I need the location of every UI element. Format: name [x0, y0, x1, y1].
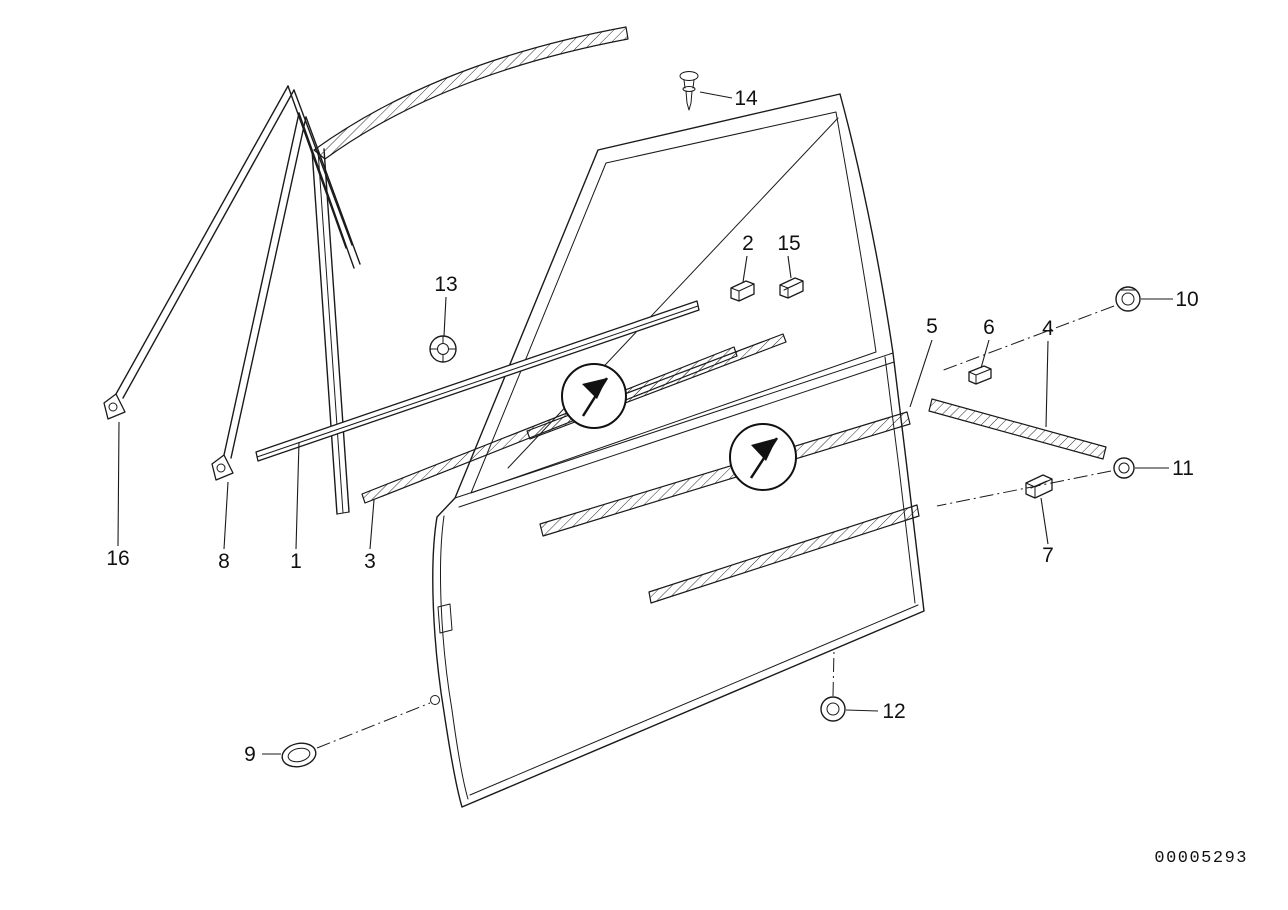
door-access-cutout	[437, 603, 453, 634]
grommet-11	[1113, 457, 1135, 479]
belt-weatherstrip-1	[255, 300, 700, 462]
doc-number: 00005293	[1154, 849, 1248, 868]
seal-foot-bracket	[103, 393, 126, 420]
part-label-13[interactable]: 13	[434, 273, 457, 296]
clip-6	[968, 365, 992, 385]
construction-lines	[316, 305, 1115, 749]
part-label-10[interactable]: 10	[1175, 288, 1198, 311]
seal-foot-bracket	[211, 454, 234, 481]
push-pin-14	[679, 71, 699, 111]
window-frame-seal-outer	[103, 85, 353, 420]
screw-grommet-13	[429, 335, 457, 363]
window-frame-seal-inner	[211, 112, 361, 481]
part-label-3[interactable]: 3	[364, 550, 376, 573]
part-label-5[interactable]: 5	[926, 315, 938, 338]
grommet-10	[1115, 286, 1141, 312]
clip-7	[1025, 474, 1053, 499]
clip-2	[730, 280, 755, 302]
door-plug-hole	[430, 695, 440, 705]
part-label-14[interactable]: 14	[734, 87, 758, 110]
part-label-7[interactable]: 7	[1042, 544, 1054, 567]
blanking-plug-9	[281, 742, 317, 768]
part-label-12[interactable]: 12	[882, 700, 905, 723]
clip-15	[779, 277, 804, 299]
part-labels: 16 8 1 3 13 14 2 15 5 6 4 10 11 7 12 9	[106, 87, 1198, 766]
window-guide-channel	[311, 148, 350, 515]
frame-top-seal-strip	[313, 26, 629, 160]
part-label-6[interactable]: 6	[983, 316, 995, 339]
door-molding-lower	[648, 504, 920, 604]
part-label-2[interactable]: 2	[742, 232, 754, 255]
part-label-16[interactable]: 16	[106, 547, 129, 570]
part-label-15[interactable]: 15	[777, 232, 800, 255]
callout-marker-2	[729, 423, 797, 491]
door-shell	[430, 93, 925, 808]
grommet-12	[820, 696, 846, 722]
door-molding-upper	[539, 411, 911, 537]
part-label-11[interactable]: 11	[1172, 457, 1194, 480]
part-label-9[interactable]: 9	[244, 743, 256, 766]
callout-marker-1	[561, 363, 627, 429]
part-label-4[interactable]: 4	[1042, 317, 1054, 340]
part-label-1[interactable]: 1	[290, 550, 302, 573]
part-label-8[interactable]: 8	[218, 550, 230, 573]
leader-lines	[117, 91, 1173, 755]
side-molding-4	[928, 398, 1107, 460]
